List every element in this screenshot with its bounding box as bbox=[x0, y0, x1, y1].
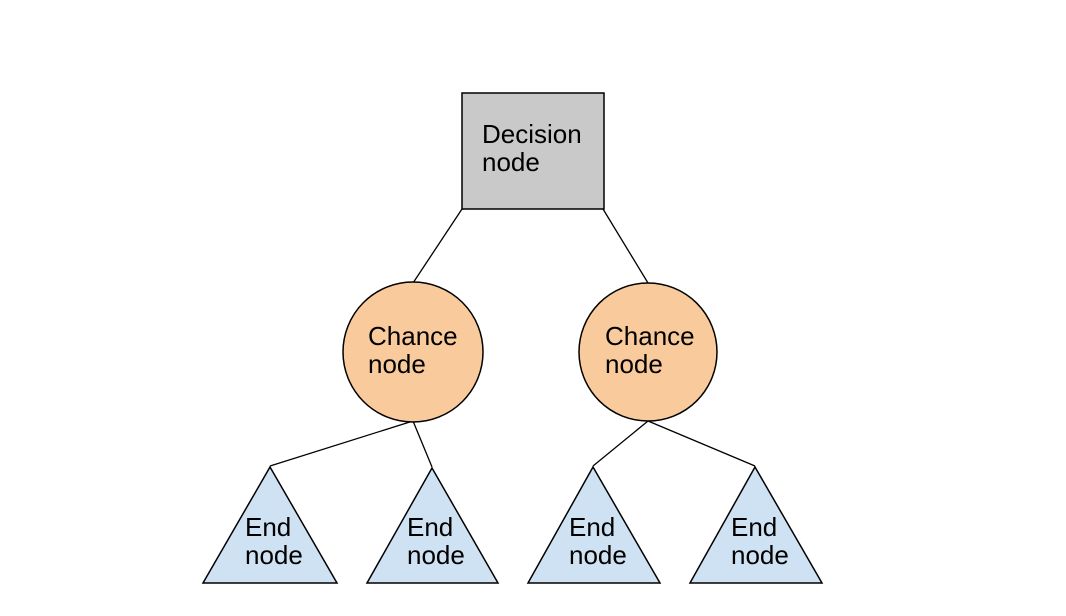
edge-decision-to-chance-left bbox=[412, 208, 463, 284]
end-node-2-label: End node bbox=[407, 512, 465, 570]
chance-node-right-circle bbox=[578, 282, 718, 422]
edge-decision-to-chance-right bbox=[602, 208, 649, 284]
end-node-1-label: End node bbox=[245, 512, 303, 570]
end-node-3-label: End node bbox=[569, 512, 627, 570]
chance-node-right-label: Chance node bbox=[605, 321, 695, 379]
end-node-2-triangle bbox=[365, 466, 500, 584]
end-node-4-triangle bbox=[688, 465, 824, 584]
chance-node-left-circle bbox=[342, 281, 484, 423]
chance-node-left-label: Chance node bbox=[368, 321, 458, 379]
end-node-3-triangle bbox=[526, 465, 662, 584]
decision-node-label: Decision node bbox=[482, 119, 582, 177]
edge-chance-right-to-end-4 bbox=[647, 420, 756, 467]
end-node-1-triangle bbox=[201, 465, 339, 584]
edge-chance-right-to-end-3 bbox=[592, 420, 649, 467]
decision-node-square bbox=[461, 92, 605, 210]
edge-chance-left-to-end-2 bbox=[412, 420, 433, 468]
end-node-4-label: End node bbox=[731, 512, 789, 570]
edge-chance-left-to-end-1 bbox=[269, 420, 414, 467]
